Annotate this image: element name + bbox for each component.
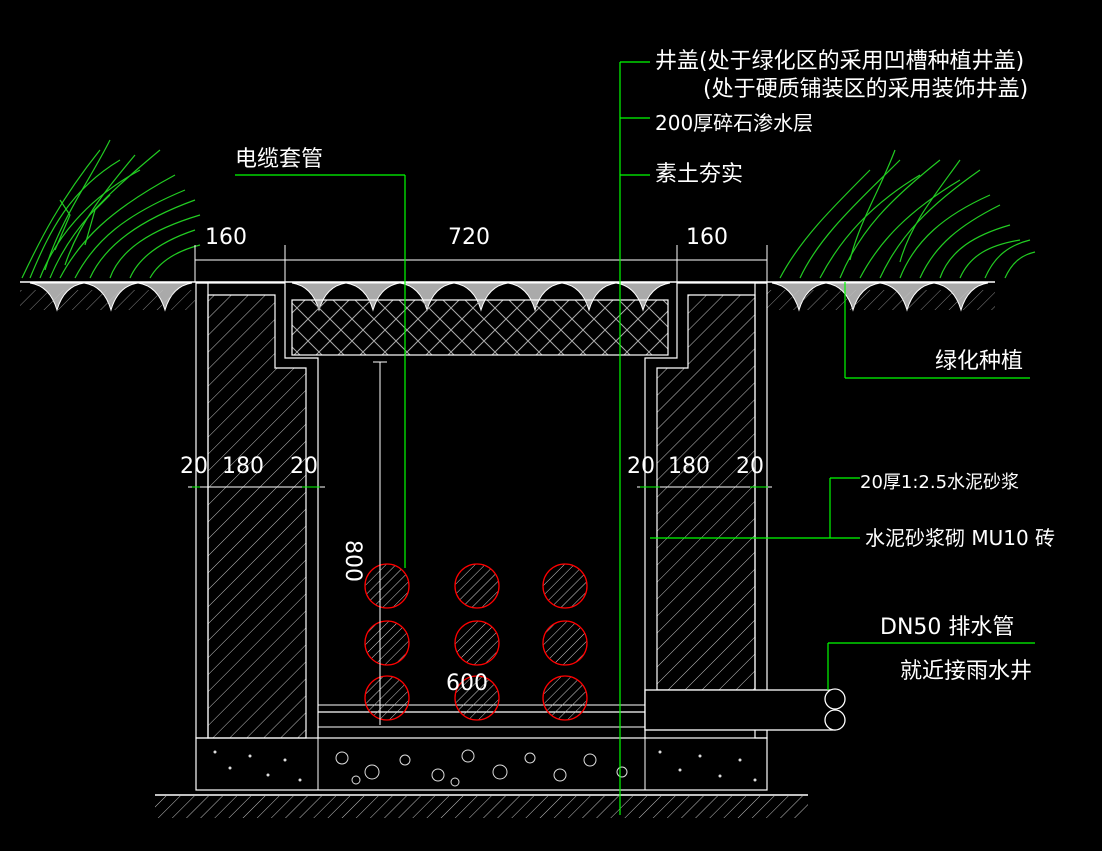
grass-right — [779, 149, 1036, 279]
label-soil: 素土夯实 — [655, 162, 743, 187]
label-brick: 水泥砂浆砌 MU10 砖 — [865, 526, 1055, 550]
label-gravel: 200厚碎石渗水层 — [655, 111, 813, 135]
dim-wall-left-a: 20 — [180, 454, 208, 479]
dim-wall-left-c: 20 — [290, 454, 318, 479]
dim-top-right: 160 — [686, 225, 728, 250]
dim-wall-right-b: 180 — [668, 454, 710, 479]
dim-wall-right-a: 20 — [627, 454, 655, 479]
gravel-base — [195, 737, 768, 791]
dim-top-mid: 720 — [448, 225, 490, 250]
cable-conduits — [364, 563, 588, 721]
dim-wall-right-c: 20 — [736, 454, 764, 479]
dim-wall-left-b: 180 — [222, 454, 264, 479]
label-cover-line1: 井盖(处于绿化区的采用凹槽种植井盖) — [655, 49, 1024, 74]
manhole-cover — [291, 299, 669, 356]
label-drain: 就近接雨水井 — [900, 659, 1032, 684]
leader-lines — [235, 61, 1035, 815]
label-mortar: 20厚1:2.5水泥砂浆 — [860, 472, 1019, 493]
drain-pipe — [644, 688, 846, 731]
dim-top-left: 160 — [205, 225, 247, 250]
grass-left — [21, 139, 201, 279]
label-cover-line2: (处于硬质铺装区的采用装饰井盖) — [703, 77, 1028, 102]
dim-height: 800 — [340, 540, 365, 582]
label-pipe: DN50 排水管 — [880, 615, 1014, 640]
compacted-soil — [155, 794, 808, 818]
label-cable: 电缆套管 — [235, 147, 323, 172]
dim-width-inner: 600 — [446, 671, 488, 696]
label-planting: 绿化种植 — [935, 349, 1023, 374]
